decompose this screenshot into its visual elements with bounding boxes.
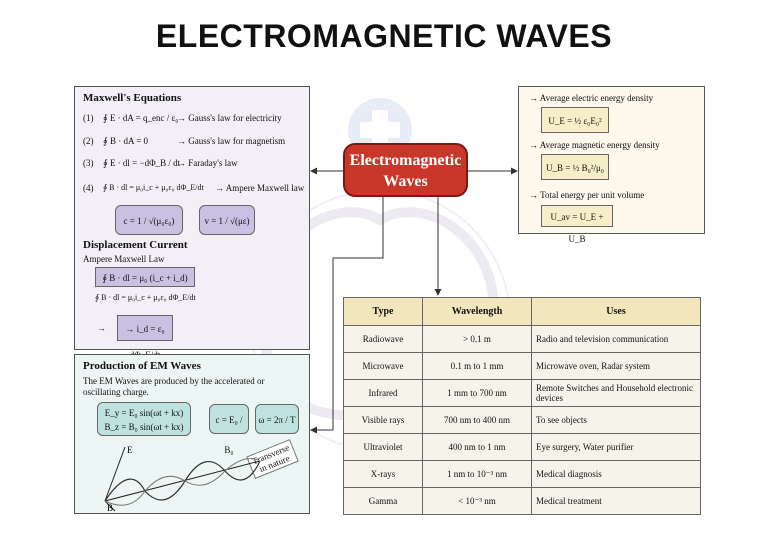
cell-wavelength: > 0.1 m (422, 325, 532, 353)
em-wave-illustration: E B (104, 445, 261, 513)
eq-3-expr: ∮ E · dl = −dΦ_B / dt (103, 158, 181, 168)
cell-uses: Microwave oven, Radar system (531, 352, 701, 380)
maxwell-equations-panel: Maxwell's Equations (1) ∮ E · dA = q_enc… (74, 86, 310, 360)
displacement-current-formula: → i_d = ε₀ dΦ_E/dt (117, 315, 173, 360)
table-row: X-rays 1 nm to 10⁻³ nm Medical diagnosis (343, 460, 701, 488)
cell-type: Ultraviolet (343, 433, 423, 461)
table-header-row: Type Wavelength Uses (343, 297, 701, 326)
maxwell-heading: Maxwell's Equations (83, 92, 182, 104)
omega-formula: ω = 2π / T (255, 404, 299, 434)
cell-type: Microwave (343, 352, 423, 380)
field-equations-box: E_y = E₀ sin(ωt + kx) B_z = B₀ sin(ωt + … (97, 402, 191, 436)
eq-2-expr: ∮ B · dA = 0 (103, 136, 149, 146)
cell-uses: Radio and television communication (531, 325, 701, 353)
eq-4-law: → Ampere Maxwell law (215, 183, 305, 193)
displacement-eq-1: ∮ B · dl = μ₀ (i_c + i_d) (95, 267, 195, 287)
b-axis (104, 500, 116, 512)
production-text-line2: oscillating charge. (83, 387, 149, 397)
eq-2-law: → Gauss's law for magnetism (177, 136, 286, 146)
production-panel: Production of EM Waves The EM Waves are … (74, 354, 310, 514)
cell-wavelength: 400 nm to 1 nm (422, 433, 532, 461)
page-title: ELECTROMAGNETIC WAVES (155, 18, 613, 54)
cell-wavelength: 1 mm to 700 nm (422, 379, 532, 407)
eq-2-num: (2) (83, 136, 94, 146)
e-axis-label: E (127, 445, 133, 455)
cell-wavelength: 1 nm to 10⁻³ nm (422, 460, 532, 488)
cell-type: Gamma (343, 487, 423, 515)
total-energy-formula: U_av = U_E + U_B (541, 205, 613, 244)
cell-uses: Remote Switches and Household electronic… (531, 379, 701, 407)
eq-1-expr: ∮ E · dA = q_enc / ε₀ (103, 113, 179, 123)
cell-wavelength: < 10⁻³ nm (422, 487, 532, 515)
table-row: Infrared 1 mm to 700 nm Remote Switches … (343, 379, 701, 407)
speed-c-formula: c = 1 / √(μ₀ε₀) (115, 205, 183, 235)
table-row: Visible rays 700 nm to 400 nm To see obj… (343, 406, 701, 434)
energy-density-panel: → Average electric energy density U_E = … (518, 86, 705, 244)
ampere-maxwell-subheading: Ampere Maxwell Law (83, 254, 165, 264)
table-row: Radiowave > 0.1 m Radio and television c… (343, 325, 701, 353)
cell-wavelength: 0.1 m to 1 mm (422, 352, 532, 380)
electric-energy-label: → Average electric energy density (529, 93, 654, 103)
propagation-axis (104, 460, 261, 502)
cell-uses: Medical treatment (531, 487, 701, 515)
total-energy-label: → Total energy per unit volume (529, 190, 645, 200)
table-row: Gamma < 10⁻³ nm Medical treatment (343, 487, 701, 515)
cell-uses: To see objects (531, 406, 701, 434)
eq-3-law: → Faraday's law (177, 158, 238, 168)
magnetic-wave (104, 458, 261, 506)
displacement-eq-3-arrow: → (97, 323, 106, 333)
spectrum-table: Type Wavelength Uses Radiowave > 0.1 m R… (343, 297, 701, 515)
electric-energy-formula: U_E = ½ ε₀E₀² (541, 107, 609, 133)
eq-3-num: (3) (83, 158, 94, 168)
cell-type: Visible rays (343, 406, 423, 434)
table-row: Ultraviolet 400 nm to 1 nm Eye surgery, … (343, 433, 701, 461)
magnetic-field-equation: B_z = B₀ sin(ωt + kx) (104, 422, 184, 432)
cell-type: X-rays (343, 460, 423, 488)
speed-v-formula: v = 1 / √(με) (199, 205, 255, 235)
electric-field-equation: E_y = E₀ sin(ωt + kx) (104, 408, 184, 418)
eq-1-num: (1) (83, 113, 94, 123)
center-node-line2: Waves (383, 173, 428, 190)
cell-wavelength: 700 nm to 400 nm (422, 406, 532, 434)
header-wavelength: Wavelength (422, 297, 532, 326)
magnetic-energy-label: → Average magnetic energy density (529, 140, 660, 150)
eq-4-expr: ∮ B · dl = μ₀i_c + μ₀ε₀ dΦ_E/dt (103, 183, 204, 192)
displacement-heading: Displacement Current (83, 239, 188, 251)
magnetic-energy-formula: U_B = ½ B₀²/μ₀ (541, 154, 609, 180)
cell-uses: Eye surgery, Water purifier (531, 433, 701, 461)
header-uses: Uses (531, 297, 701, 326)
displacement-eq-2: ∮ B · dl = μ₀i_c + μ₀ε₀ dΦ_E/dt (95, 293, 196, 302)
eq-1-law: → Gauss's law for electricity (177, 113, 282, 123)
table-row: Microwave 0.1 m to 1 mm Microwave oven, … (343, 352, 701, 380)
e-axis (104, 446, 126, 502)
center-node-line1: Electromagnetic (349, 152, 462, 169)
b-axis-label: B (107, 503, 113, 513)
cell-type: Infrared (343, 379, 423, 407)
center-node-electromagnetic-waves: Electromagnetic Waves (343, 143, 468, 197)
cell-type: Radiowave (343, 325, 423, 353)
c-ratio-formula: c = E₀ / B₀ (209, 404, 249, 455)
production-heading: Production of EM Waves (83, 360, 201, 372)
eq-4-num: (4) (83, 183, 94, 193)
cell-uses: Medical diagnosis (531, 460, 701, 488)
production-text-line1: The EM Waves are produced by the acceler… (83, 376, 265, 386)
header-type: Type (343, 297, 423, 326)
